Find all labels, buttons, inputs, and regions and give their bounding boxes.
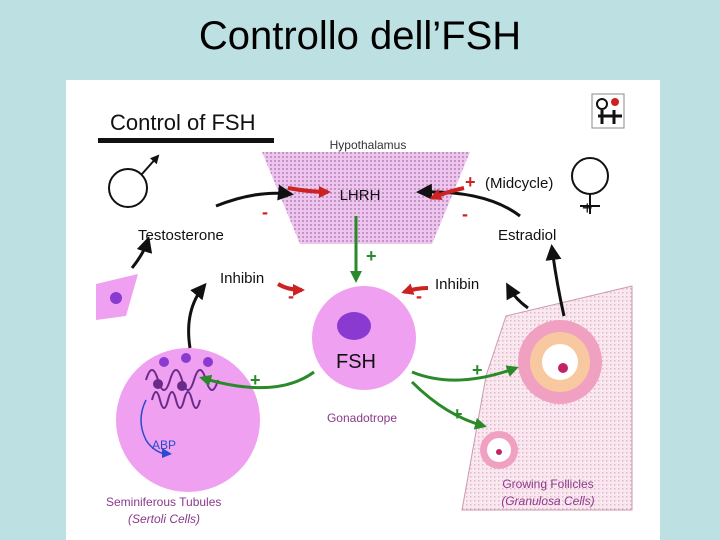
inhibin-right-label: Inhibin <box>435 276 479 293</box>
diagram-panel: Control of FSH Hypothalamus LHRH Testost… <box>66 80 660 540</box>
inhibin-left-minus-sign: - <box>288 286 294 306</box>
estradiol-label: Estradiol <box>498 227 556 244</box>
heading-underline <box>98 138 274 143</box>
inhibin-left-label: Inhibin <box>220 270 264 287</box>
diagram-heading: Control of FSH <box>110 110 256 135</box>
seminiferous-label: Seminiferous Tubules <box>106 495 221 509</box>
follicle-plus-sign: + <box>472 360 483 380</box>
leydig-to-testosterone-arrow <box>130 236 153 269</box>
tubule-to-inhibin-arrow <box>187 282 207 349</box>
sertoli-label: (Sertoli Cells) <box>128 512 200 526</box>
follicle-to-estradiol-arrow <box>545 244 566 317</box>
tubule-plus-sign: + <box>250 370 261 390</box>
gonadotrope-label: Gonadotrope <box>327 411 397 425</box>
inhibin-right-minus-sign: - <box>416 286 422 306</box>
inhibin-right-negative-arrow <box>401 283 429 295</box>
gonadotrope-cell <box>312 286 416 390</box>
testosterone-label: Testosterone <box>138 227 224 244</box>
seminiferous-tubule <box>116 348 260 492</box>
lhrh-plus-sign: + <box>366 246 377 266</box>
small-follicle-plus-sign: + <box>452 404 463 424</box>
lhrh-label: LHRH <box>340 187 381 204</box>
testosterone-negative-arrow <box>287 185 331 198</box>
logo-icon <box>591 93 625 129</box>
male-symbol-icon <box>108 154 160 208</box>
testosterone-minus-sign: - <box>262 202 268 222</box>
abp-label: ABP <box>152 438 176 452</box>
fsh-to-small-follicle-arrow <box>410 380 487 430</box>
ovary-tissue <box>461 285 633 511</box>
female-symbol-icon <box>571 157 609 214</box>
fsh-label: FSH <box>336 351 376 373</box>
female-plus-sign: + <box>582 198 593 218</box>
slide-title: Controllo dell’FSH <box>198 14 522 58</box>
fsh-to-follicle-arrow <box>411 365 519 382</box>
leydig-cell <box>96 274 138 320</box>
follicle-to-inhibin-arrow <box>506 282 529 310</box>
hypothalamus-shape <box>262 152 470 244</box>
midcycle-arrow <box>429 186 465 200</box>
estradiol-minus-sign: - <box>462 204 468 224</box>
midcycle-label: (Midcycle) <box>485 175 553 192</box>
growing-follicles-label: Growing Follicles <box>502 477 593 491</box>
testosterone-to-hypothalamus-arrow <box>215 184 294 208</box>
hypothalamus-label: Hypothalamus <box>330 138 407 152</box>
inhibin-left-negative-arrow <box>276 282 305 296</box>
granulosa-label: (Granulosa Cells) <box>501 494 594 508</box>
fsh-to-tubule-arrow <box>199 370 315 390</box>
fsh-control-diagram: Control of FSH Hypothalamus LHRH Testost… <box>96 93 633 526</box>
midcycle-plus: + <box>465 172 476 192</box>
